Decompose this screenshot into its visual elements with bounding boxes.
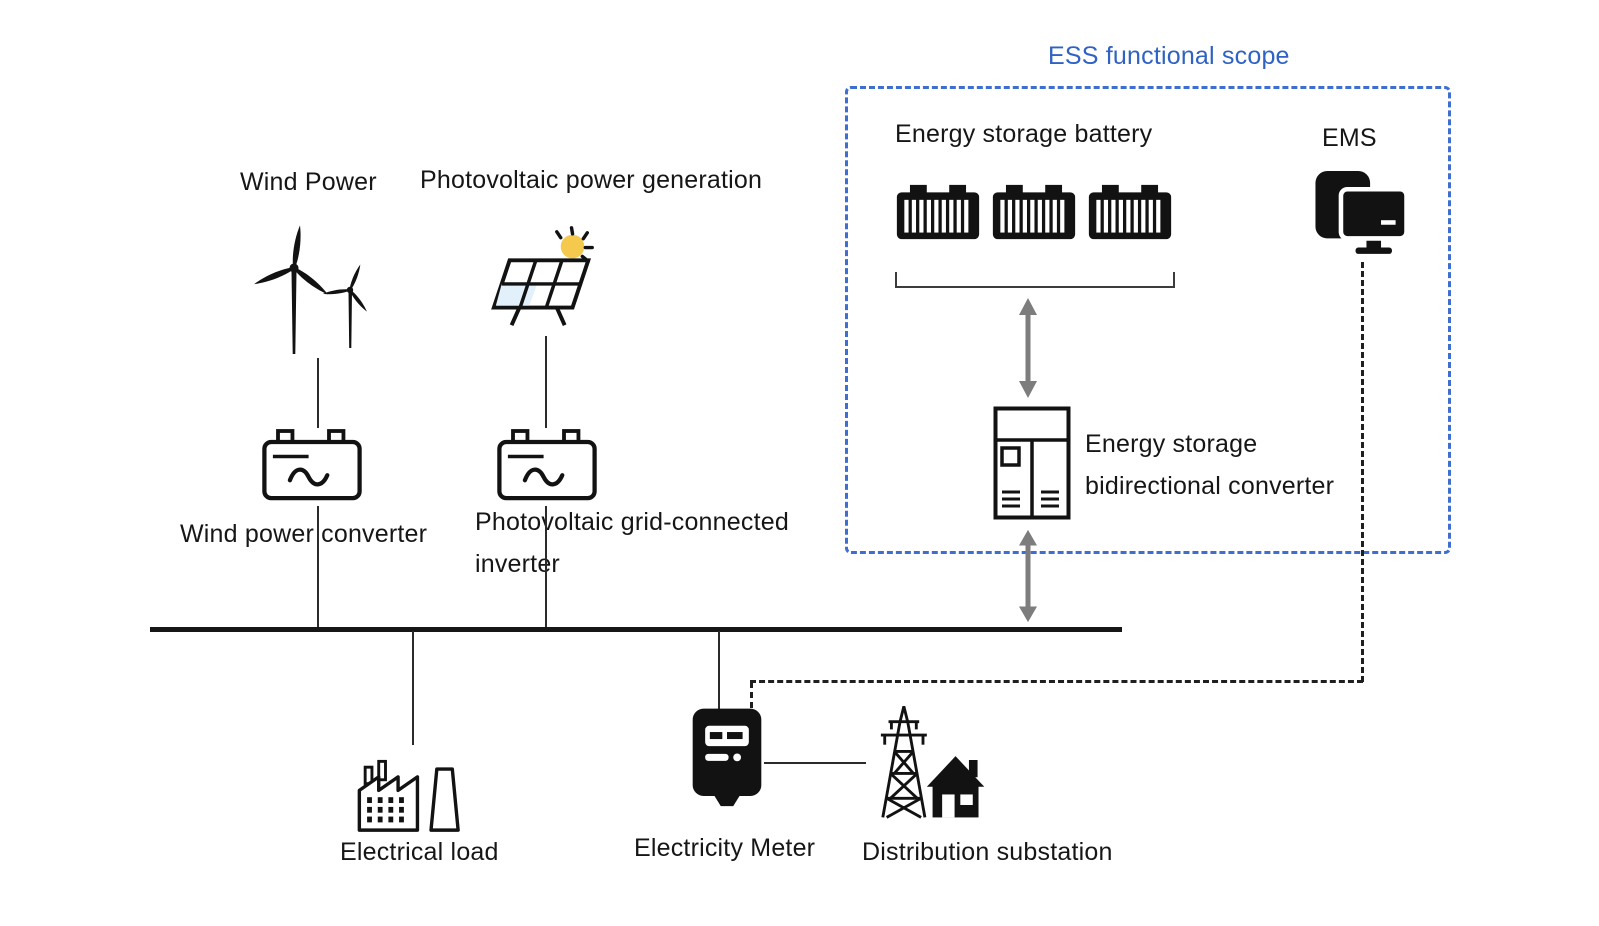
bus-to-meter-line bbox=[718, 631, 720, 709]
bidirectional-converter-icon bbox=[993, 406, 1071, 520]
power-bus-bar bbox=[150, 627, 1122, 632]
ems-comm-line-vertical bbox=[1361, 262, 1364, 682]
meter-to-substation-line bbox=[764, 762, 866, 764]
battery-group-bracket bbox=[895, 272, 1175, 288]
factory-load-icon bbox=[352, 742, 480, 834]
electrical-load-label: Electrical load bbox=[340, 838, 499, 866]
double-arrow-icon bbox=[1015, 296, 1041, 400]
wind-power-label: Wind Power bbox=[240, 168, 377, 196]
electricity-meter-label: Electricity Meter bbox=[634, 834, 816, 862]
photovoltaic-label: Photovoltaic power generation bbox=[420, 166, 763, 194]
electricity-meter-icon bbox=[688, 706, 766, 808]
pylon-house-icon bbox=[856, 698, 990, 822]
wind-converter-to-bus-line bbox=[317, 506, 319, 629]
pv-inverter-label-line2: inverter bbox=[475, 550, 560, 578]
distribution-substation-label: Distribution substation bbox=[862, 838, 1113, 866]
pv-inverter-label-line1: Photovoltaic grid-connected bbox=[475, 508, 789, 536]
bus-to-load-line bbox=[412, 631, 414, 745]
storage-battery-icon bbox=[1087, 183, 1173, 241]
ems-computer-icon bbox=[1310, 166, 1412, 258]
ac-converter-icon bbox=[261, 426, 363, 504]
double-arrow-icon bbox=[1015, 528, 1041, 624]
pv-to-inverter-line bbox=[545, 336, 547, 428]
ess-scope-boundary bbox=[845, 86, 1451, 554]
wind-power-converter-label: Wind power converter bbox=[180, 520, 428, 548]
wind-turbine-icon bbox=[252, 220, 378, 356]
energy-storage-battery-label: Energy storage battery bbox=[895, 120, 1153, 148]
ac-converter-icon bbox=[496, 426, 598, 504]
solar-panel-sun-icon bbox=[486, 226, 604, 334]
wind-turbine-to-converter-line bbox=[317, 358, 319, 428]
ems-comm-line-to-meter bbox=[750, 682, 753, 708]
storage-battery-icon bbox=[895, 183, 981, 241]
ess-scope-title: ESS functional scope bbox=[1048, 42, 1290, 70]
converter-label-line1: Energy storage bbox=[1085, 430, 1258, 458]
ems-comm-line-horizontal bbox=[750, 680, 1363, 683]
storage-battery-icon bbox=[991, 183, 1077, 241]
pv-inverter-to-bus-line bbox=[545, 506, 547, 629]
converter-label-line2: bidirectional converter bbox=[1085, 472, 1335, 500]
ems-label: EMS bbox=[1322, 124, 1377, 152]
